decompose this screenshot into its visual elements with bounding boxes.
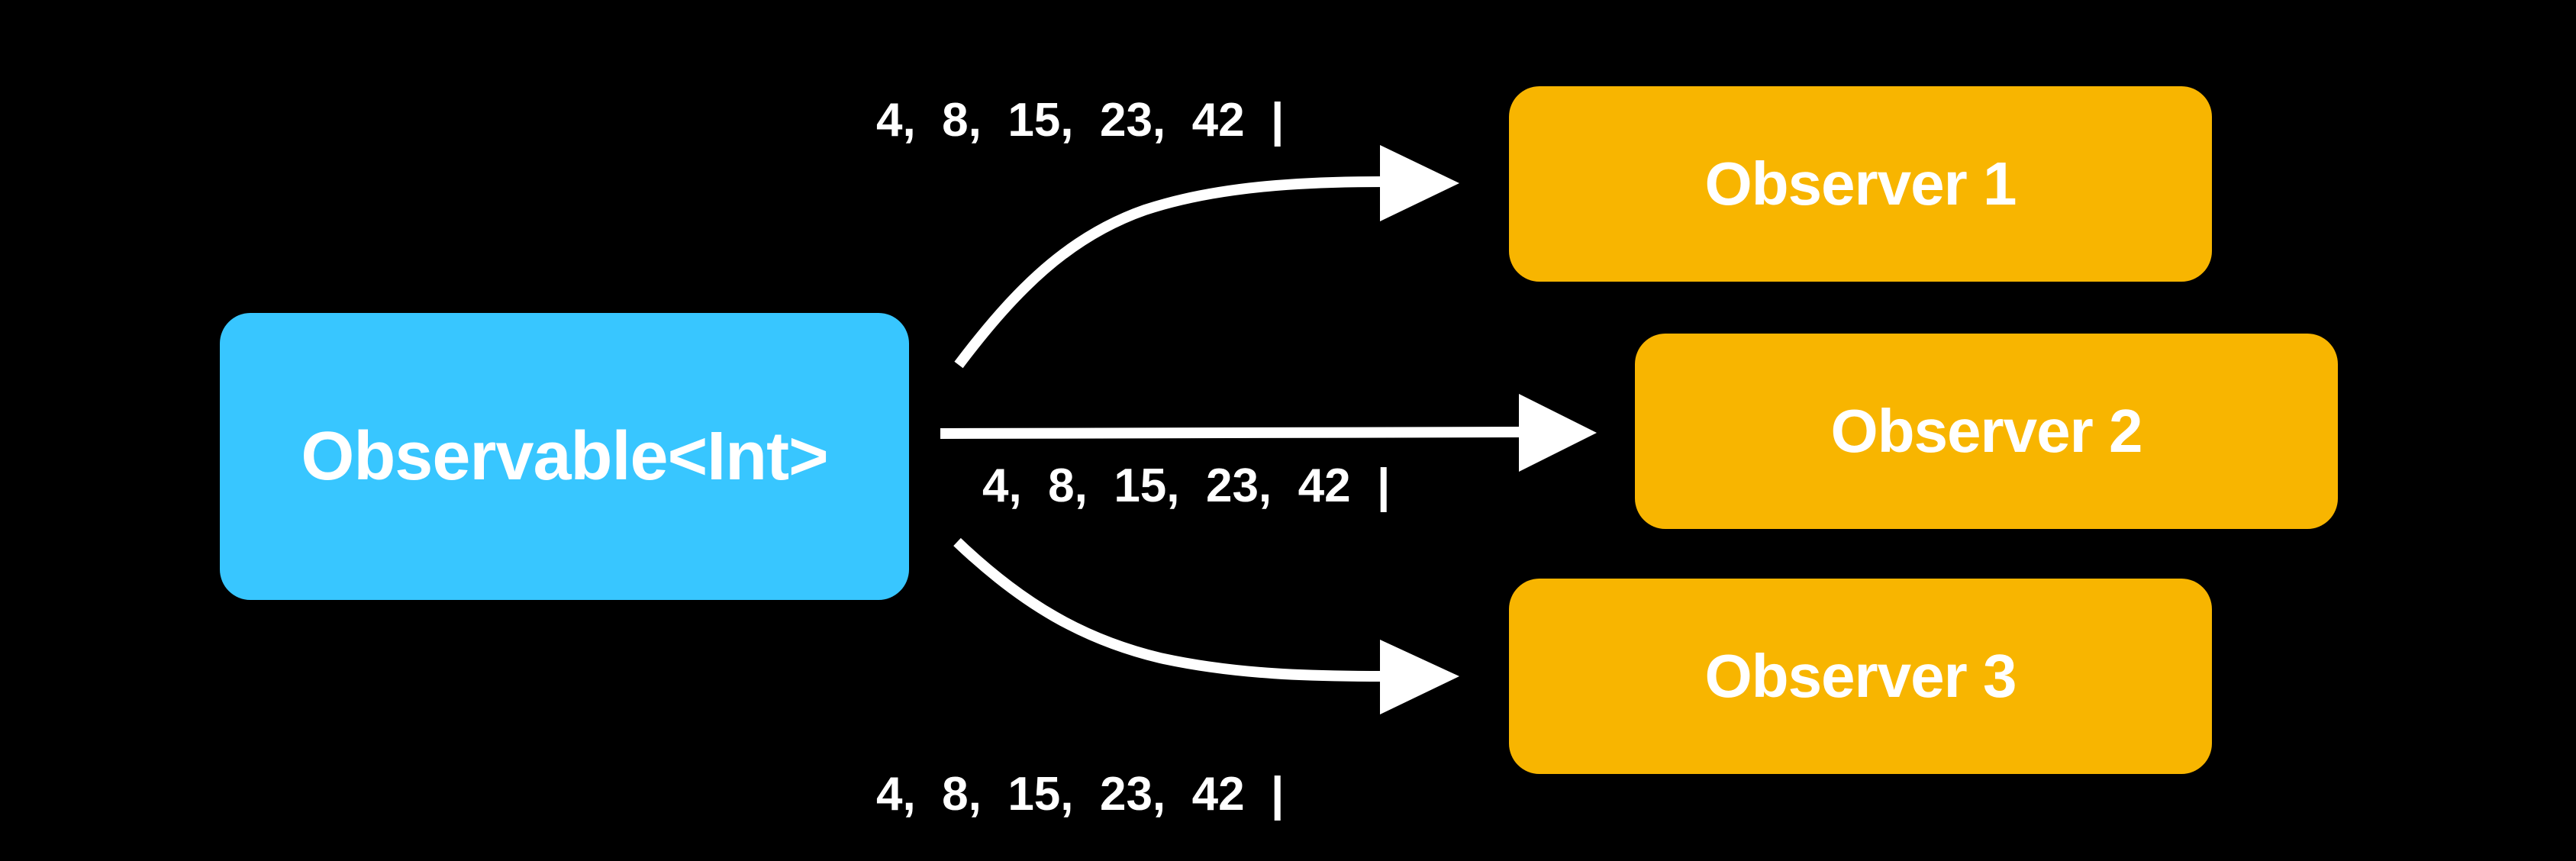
observer-1-box: Observer 1 xyxy=(1509,86,2212,282)
sequence-label-1: 4, 8, 15, 23, 42 | xyxy=(876,94,1285,147)
arrow-to-observer-1 xyxy=(954,176,1386,369)
observable-box: Observable<Int> xyxy=(220,313,909,600)
sequence-label-3: 4, 8, 15, 23, 42 | xyxy=(876,768,1285,821)
arrowhead-observer-1 xyxy=(1380,145,1459,221)
arrow-to-observer-3 xyxy=(953,537,1386,682)
arrow-to-observer-2 xyxy=(940,427,1523,439)
observer-3-box: Observer 3 xyxy=(1509,579,2212,774)
arrowhead-observer-2 xyxy=(1519,394,1597,472)
observer-2-box: Observer 2 xyxy=(1635,334,2338,529)
arrowhead-observer-3 xyxy=(1380,640,1459,714)
sequence-label-2: 4, 8, 15, 23, 42 | xyxy=(982,460,1391,512)
